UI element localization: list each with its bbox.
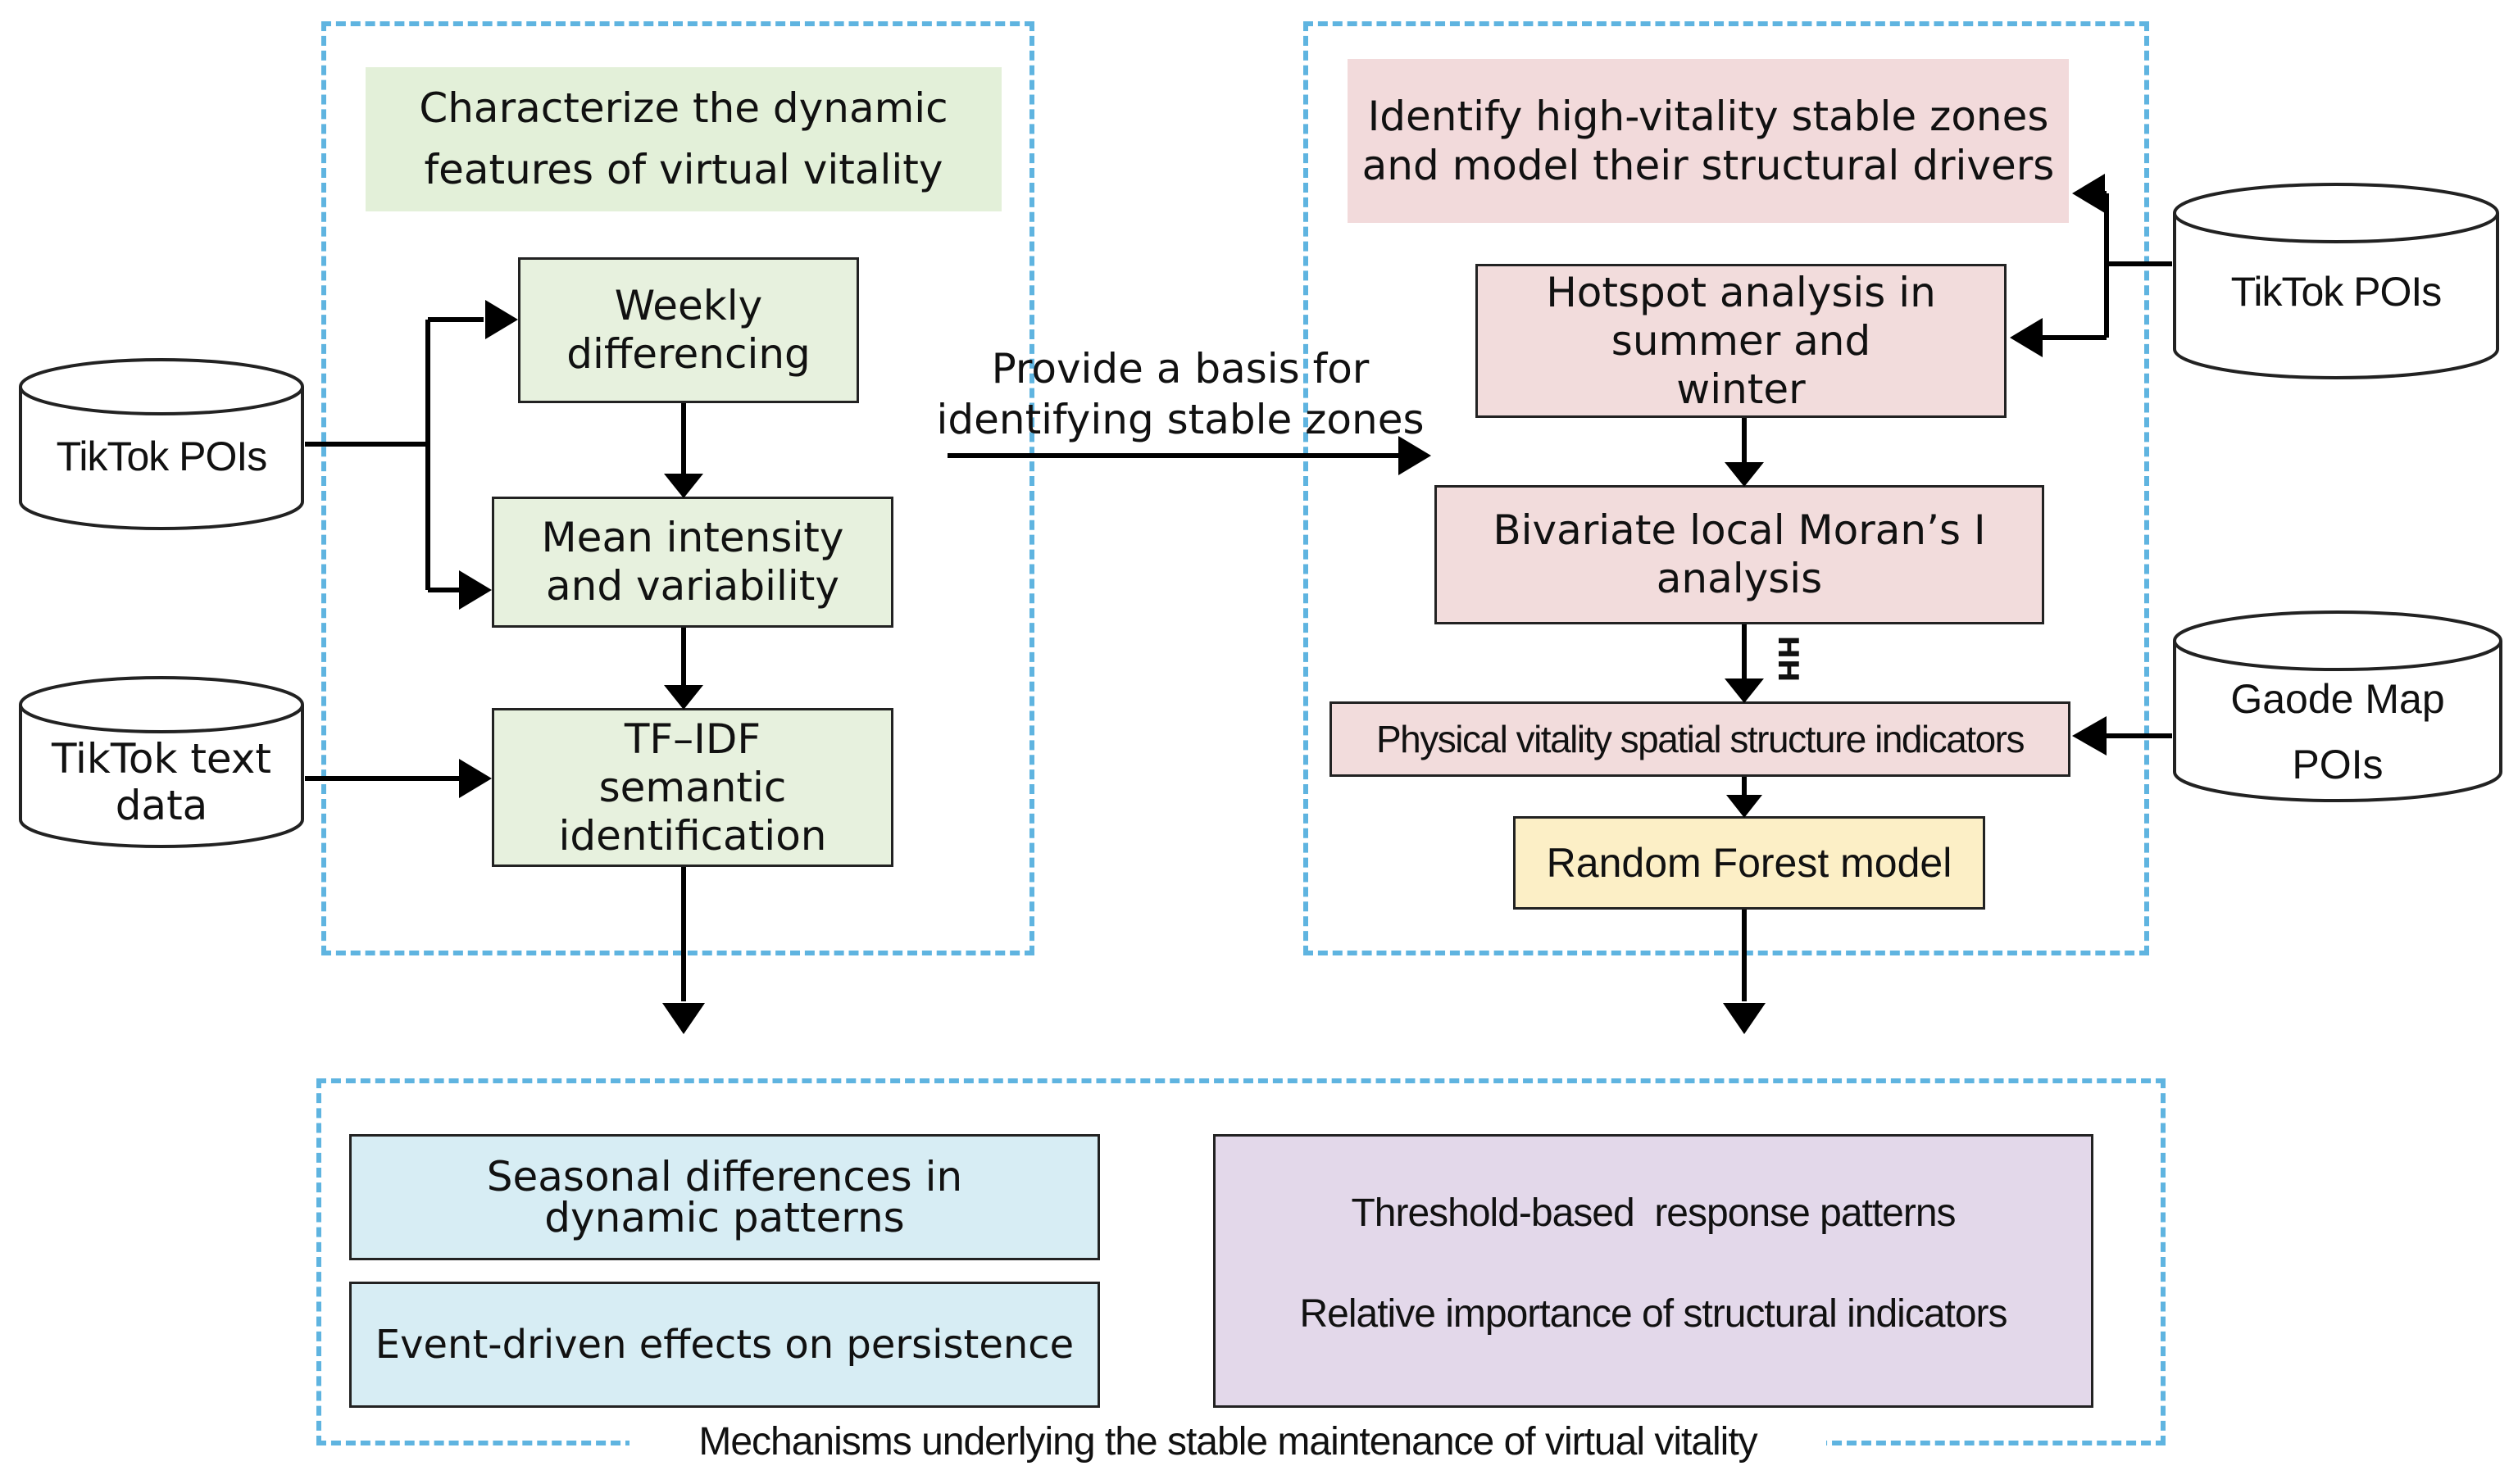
- arrowhead-moran-physical: [1725, 678, 1764, 703]
- left-frame: [321, 21, 1034, 955]
- moran-label: Bivariate local Moran’s I analysis: [1493, 506, 1986, 602]
- basis-label-line1: Provide a basis for: [991, 344, 1370, 393]
- event-box: Event-driven effects on persistence: [349, 1282, 1100, 1408]
- mean-intensity-box: Mean intensity and variability: [492, 497, 893, 628]
- moran-box: Bivariate local Moran’s I analysis: [1434, 485, 2044, 624]
- arrowhead-gaode: [2072, 716, 2107, 756]
- event-label: Event-driven effects on persistence: [375, 1321, 1075, 1368]
- arrowhead-left-bottom: [662, 1003, 705, 1034]
- right-frame: [1303, 21, 2149, 955]
- tiktok-pois-left-cylinder: TikTok POIs: [18, 357, 305, 531]
- tiktok-pois-right-label: TikTok POIs: [2230, 268, 2443, 315]
- random-forest-label: Random Forest model: [1546, 839, 1952, 886]
- right-header-text: Identify high-vitality stable zones and …: [1361, 93, 2055, 189]
- random-forest-box: Random Forest model: [1513, 816, 1985, 910]
- arrowhead-physical-forest: [1726, 795, 1762, 818]
- importance-label: Relative importance of structural indica…: [1299, 1291, 2007, 1336]
- arrowhead-mean: [459, 570, 492, 610]
- mean-intensity-label: Mean intensity and variability: [541, 514, 844, 610]
- weekly-differencing-label: Weekly differencing: [566, 282, 811, 378]
- tfidf-box: TF–IDF semantic identification: [492, 708, 893, 867]
- bottom-caption-text: Mechanisms underlying the stable mainten…: [698, 1420, 1757, 1464]
- database-icon: [2173, 610, 2502, 802]
- threshold-label: Threshold-based response patterns: [1351, 1191, 1956, 1235]
- seasonal-box: Seasonal differences in dynamic patterns: [349, 1134, 1100, 1260]
- tiktok-pois-right-cylinder: TikTok POIs: [2172, 182, 2500, 380]
- weekly-differencing-box: Weekly differencing: [518, 257, 859, 403]
- gaode-cylinder: Gaode Map POIs: [2172, 610, 2503, 803]
- right-header: Identify high-vitality stable zones and …: [1348, 59, 2069, 223]
- physical-indicators-label: Physical vitality spatial structure indi…: [1376, 717, 2025, 760]
- mechanism-findings-box: Threshold-based response patterns Relati…: [1213, 1134, 2093, 1408]
- basis-label-line2: identifying stable zones: [936, 396, 1425, 443]
- database-icon: [19, 358, 304, 530]
- tfidf-label: TF–IDF semantic identification: [558, 715, 827, 860]
- arrowhead-mean-tfidf: [664, 685, 703, 710]
- arrowhead-tfidf: [459, 759, 492, 798]
- left-header: Characterize the dynamic features of vir…: [366, 67, 1002, 211]
- database-icon: [2173, 183, 2499, 379]
- physical-indicators-box: Physical vitality spatial structure indi…: [1329, 701, 2070, 777]
- arrowhead-right-bottom: [1723, 1003, 1766, 1034]
- tiktok-text-cylinder: TikTok text data: [18, 675, 305, 849]
- basis-label: Provide a basis for identifying stable z…: [926, 341, 1434, 447]
- tiktok-text-label: TikTok text data: [51, 734, 272, 829]
- seasonal-label: Seasonal differences in dynamic patterns: [486, 1153, 963, 1241]
- arrowhead-weekly-mean: [664, 474, 703, 498]
- left-header-text: Characterize the dynamic features of vir…: [419, 84, 948, 193]
- gaode-label: Gaode Map POIs: [2230, 676, 2445, 787]
- arrowhead-right-header: [2072, 174, 2105, 213]
- tiktok-pois-left-label: TikTok POIs: [56, 433, 268, 479]
- arrowhead-basis: [1398, 436, 1431, 475]
- database-icon: [19, 676, 304, 848]
- arrowhead-hotspot: [2010, 318, 2043, 357]
- hotspot-box: Hotspot analysis in summer and winter: [1475, 264, 2007, 418]
- arrowhead-weekly: [485, 300, 518, 339]
- bottom-caption: Mechanisms underlying the stable mainten…: [630, 1411, 1826, 1473]
- hotspot-label: Hotspot analysis in summer and winter: [1546, 268, 1936, 413]
- arrowhead-hotspot-moran: [1725, 462, 1764, 487]
